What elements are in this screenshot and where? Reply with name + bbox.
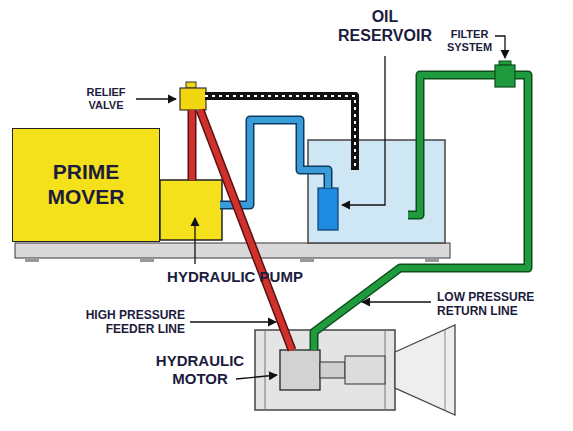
pressure-pipe-outline: [200, 110, 292, 350]
prime-mover-box: PRIME MOVER: [12, 128, 160, 242]
shaft-coupling: [320, 362, 345, 378]
text-label: PRIME MOVER: [31, 160, 141, 210]
relief-pipe-dots: [205, 96, 355, 170]
valve-cap: [186, 82, 196, 88]
platform-foot: [300, 258, 314, 262]
part-label: OIL RESERVOIR: [330, 8, 440, 46]
leader-line: [190, 321, 276, 322]
line-label: HIGH PRESSURE FEEDER LINE: [60, 308, 185, 336]
relief-return-pipe: [205, 96, 355, 170]
label-box: HYDRAULIC PUMP: [150, 268, 320, 286]
part-label: HYDRAULIC PUMP: [150, 268, 320, 286]
pressure-pipe-outline: [188, 110, 197, 180]
label-box: OIL RESERVOIR: [330, 8, 440, 46]
suction-filter: [318, 188, 338, 230]
platform-foot: [140, 258, 154, 262]
leader-line: [236, 375, 277, 379]
return-pipe-outline: [408, 75, 495, 215]
label-box: LOW PRESSURE RETURN LINE: [437, 290, 567, 318]
relief-valve: [180, 88, 206, 110]
line-label: LOW PRESSURE RETURN LINE: [437, 290, 567, 318]
part-label: HYDRAULIC MOTOR: [150, 352, 250, 387]
label-box: FILTER SYSTEM: [442, 28, 497, 54]
leader-line: [362, 301, 431, 302]
part-label: RELIEF VALVE: [80, 86, 132, 112]
label-box: HYDRAULIC MOTOR: [150, 352, 250, 387]
return-pipe: [408, 75, 495, 215]
shaft-hub: [345, 356, 385, 384]
pressure-pipe: [189, 110, 195, 180]
pressure-pipe: [200, 110, 292, 350]
platform-foot: [425, 258, 439, 262]
hydraulic-motor: [280, 350, 320, 390]
leader-line: [495, 36, 505, 58]
leader-line: [194, 218, 195, 264]
platform-foot: [25, 258, 39, 262]
part-label: FILTER SYSTEM: [442, 28, 497, 54]
label-box: RELIEF VALVE: [80, 86, 132, 112]
leader-line: [136, 98, 176, 99]
fan-cone: [395, 325, 455, 415]
fan-rim: [445, 330, 446, 410]
label-box: HIGH PRESSURE FEEDER LINE: [60, 308, 185, 336]
hydraulic-pump: [160, 180, 222, 240]
motor-housing: [255, 330, 395, 410]
return-filter: [495, 65, 515, 87]
housing-rib: [265, 330, 266, 410]
base-platform: [15, 243, 450, 258]
leader-line: [342, 56, 385, 205]
